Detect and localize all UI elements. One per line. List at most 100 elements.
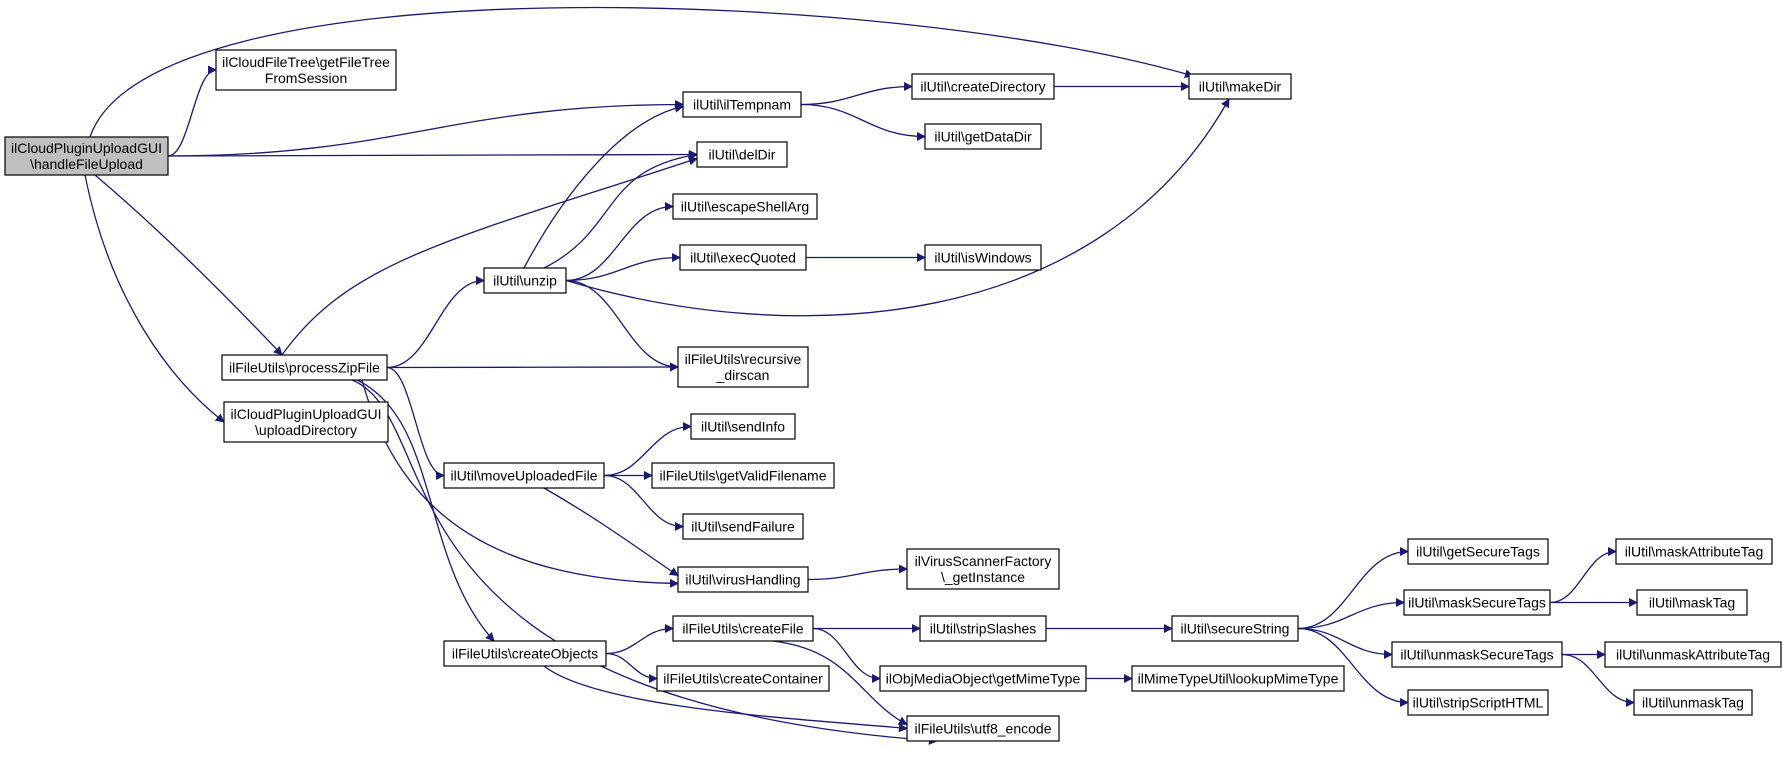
node-box <box>924 123 1042 150</box>
node-label: FromSession <box>265 70 347 86</box>
edge-create-objects-to-create-container <box>605 652 658 683</box>
node-root[interactable]: ilCloudPluginUploadGUI\handleFileUpload <box>4 136 169 176</box>
edge-path <box>565 202 674 282</box>
node-get-secure-tags[interactable]: ilUtil\getSecureTags <box>1407 538 1549 565</box>
node-send-info[interactable]: ilUtil\sendInfo <box>690 413 796 440</box>
edge-secure-string-to-mask-secure-tags <box>1297 598 1405 630</box>
edge-path <box>89 6 1194 138</box>
node-box <box>651 462 835 489</box>
node-create-container[interactable]: ilFileUtils\createContainer <box>656 665 830 692</box>
node-create-file[interactable]: ilFileUtils\createFile <box>672 615 814 642</box>
node-is-windows[interactable]: ilUtil\isWindows <box>924 244 1042 271</box>
edge-root-to-del-dir <box>167 150 698 160</box>
node-unzip[interactable]: ilUtil\unzip <box>483 267 567 294</box>
node-exec-quoted[interactable]: ilUtil\execQuoted <box>679 244 807 271</box>
node-lookup-mime-type[interactable]: ilMimeTypeUtil\lookupMimeType <box>1131 665 1345 692</box>
node-box <box>1171 615 1299 642</box>
node-label: ilCloudPluginUploadGUI <box>231 406 382 422</box>
node-create-objects[interactable]: ilFileUtils\createObjects <box>443 640 607 667</box>
node-box <box>1604 641 1782 668</box>
node-label: ilCloudPluginUploadGUI <box>11 140 162 156</box>
node-box <box>215 49 397 91</box>
node-upload-directory[interactable]: ilCloudPluginUploadGUI\uploadDirectory <box>223 401 389 443</box>
node-box <box>443 640 607 667</box>
edge-path <box>386 276 485 369</box>
node-utf8-encode[interactable]: ilFileUtils\utf8_encode <box>906 715 1060 742</box>
node-process-zip-file[interactable]: ilFileUtils\processZipFile <box>221 354 388 381</box>
node-label: ilUtil\getDataDir <box>934 129 1032 145</box>
edge-path <box>543 665 908 733</box>
node-box <box>924 244 1042 271</box>
node-make-dir[interactable]: ilUtil\makeDir <box>1188 73 1292 100</box>
edge-unzip-to-make-dir <box>565 98 1230 317</box>
node-label: ilUtil\createDirectory <box>920 79 1045 95</box>
node-box <box>223 401 389 443</box>
node-label: ilUtil\getSecureTags <box>1416 544 1540 560</box>
node-mask-tag[interactable]: ilUtil\maskTag <box>1636 589 1748 616</box>
node-box <box>682 91 802 118</box>
node-box <box>911 73 1055 100</box>
node-il-tempnam[interactable]: ilUtil\ilTempnam <box>682 91 802 118</box>
node-move-uploaded-file[interactable]: ilUtil\moveUploadedFile <box>443 462 605 489</box>
node-recursive-dirscan[interactable]: ilFileUtils\recursive_dirscan <box>677 346 809 388</box>
node-mask-attribute-tag[interactable]: ilUtil\maskAttributeTag <box>1615 538 1773 565</box>
node-virus-handling[interactable]: ilUtil\virusHandling <box>677 566 809 593</box>
node-box <box>906 548 1060 590</box>
edge-path <box>167 65 217 157</box>
edge-il-tempnam-to-create-directory <box>800 82 913 106</box>
node-label: ilUtil\unmaskSecureTags <box>1400 647 1553 663</box>
node-get-valid-filename[interactable]: ilFileUtils\getValidFilename <box>651 462 835 489</box>
node-box <box>1403 589 1551 616</box>
edge-root-to-process-zip-file <box>94 174 283 356</box>
edge-path <box>565 98 1230 317</box>
edge-path <box>565 279 679 372</box>
edge-virus-handling-to-get-instance <box>807 564 908 581</box>
node-strip-script-html[interactable]: ilUtil\stripScriptHTML <box>1407 689 1549 716</box>
edge-move-uploaded-file-to-send-info <box>603 422 692 477</box>
edge-create-objects-to-utf8-encode <box>543 665 908 733</box>
node-unmask-secure-tags[interactable]: ilUtil\unmaskSecureTags <box>1391 641 1563 668</box>
edge-path <box>807 564 908 581</box>
edge-unzip-to-recursive-dirscan <box>565 279 679 372</box>
edge-path <box>1549 547 1617 604</box>
node-box <box>4 136 169 176</box>
node-label: ilMimeTypeUtil\lookupMimeType <box>1138 671 1339 687</box>
edge-path <box>351 379 938 745</box>
node-box <box>682 513 804 540</box>
node-mask-secure-tags[interactable]: ilUtil\maskSecureTags <box>1403 589 1551 616</box>
edge-path <box>386 362 679 372</box>
node-label: ilObjMediaObject\getMimeType <box>886 671 1081 687</box>
node-label: ilFileUtils\createObjects <box>452 646 598 662</box>
node-box <box>696 141 788 168</box>
node-box <box>1188 73 1292 100</box>
edge-path <box>543 151 698 269</box>
node-label: \uploadDirectory <box>255 422 357 438</box>
edge-process-zip-file-to-utf8-encode <box>351 379 938 745</box>
node-strip-slashes[interactable]: ilUtil\stripSlashes <box>919 615 1047 642</box>
node-box <box>656 665 830 692</box>
node-unmask-attribute-tag[interactable]: ilUtil\unmaskAttributeTag <box>1604 641 1782 668</box>
node-label: ilUtil\makeDir <box>1199 79 1282 95</box>
edge-path <box>1297 627 1409 707</box>
node-label: \handleFileUpload <box>30 156 143 172</box>
node-get-mime-type[interactable]: ilObjMediaObject\getMimeType <box>879 665 1087 692</box>
node-secure-string[interactable]: ilUtil\secureString <box>1171 615 1299 642</box>
node-del-dir[interactable]: ilUtil\delDir <box>696 141 788 168</box>
node-box <box>1407 689 1549 716</box>
edge-unzip-to-escape-shell-arg <box>565 202 674 282</box>
node-create-directory[interactable]: ilUtil\createDirectory <box>911 73 1055 100</box>
edge-path <box>800 82 913 106</box>
node-label: ilVirusScannerFactory <box>915 553 1052 569</box>
node-send-failure[interactable]: ilUtil\sendFailure <box>682 513 804 540</box>
node-box <box>1407 538 1549 565</box>
edge-create-file-to-get-mime-type <box>812 627 881 683</box>
edge-root-to-il-tempnam <box>167 100 684 157</box>
node-escape-shell-arg[interactable]: ilUtil\escapeShellArg <box>672 193 818 220</box>
node-unmask-tag[interactable]: ilUtil\unmaskTag <box>1633 689 1753 716</box>
node-label: ilUtil\unmaskAttributeTag <box>1616 647 1770 663</box>
edge-process-zip-file-to-recursive-dirscan <box>386 362 679 372</box>
node-get-data-dir[interactable]: ilUtil\getDataDir <box>924 123 1042 150</box>
node-get-instance[interactable]: ilVirusScannerFactory\_getInstance <box>906 548 1060 590</box>
